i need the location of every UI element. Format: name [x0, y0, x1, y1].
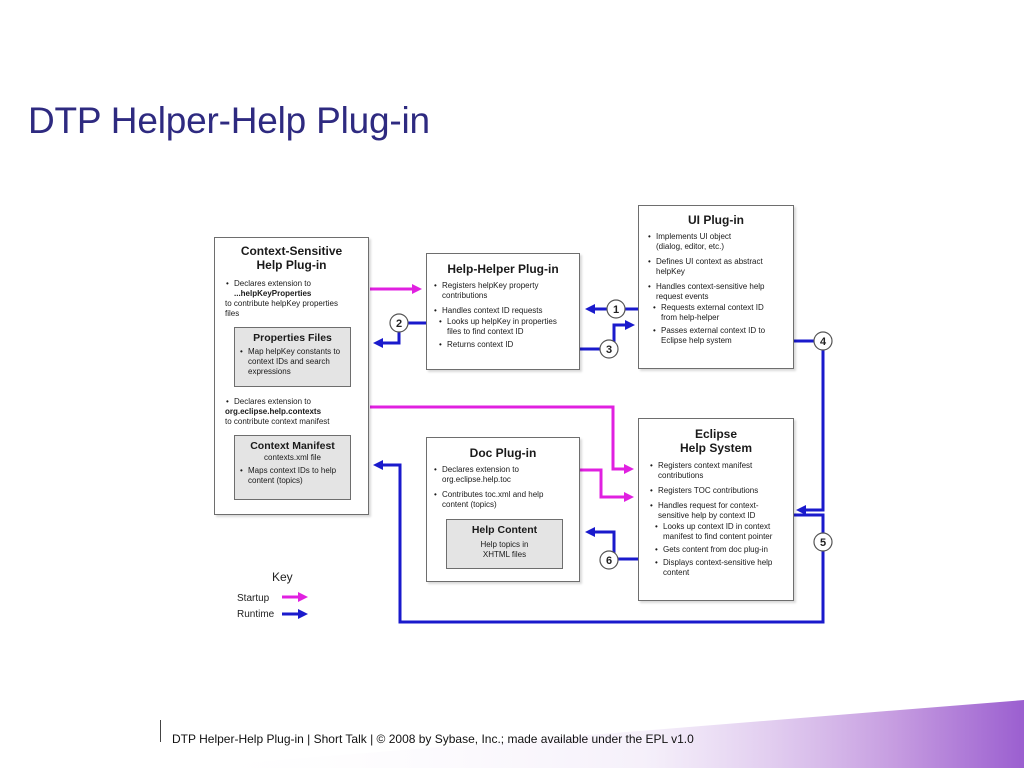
eclipse-help-system-box: Eclipse Help System Registers context ma…: [638, 418, 794, 601]
context-decl-manifest: • Declares extension to org.eclipse.help…: [225, 397, 330, 426]
doc-bullet-declares: Declares extension toorg.eclipse.help.to…: [433, 465, 575, 485]
eclipse-bullet-handles: Handles request for context-sensitive he…: [649, 501, 789, 521]
runtime-arrow-3: [580, 320, 635, 351]
ui-box-title: UI Plug-in: [688, 213, 744, 227]
step-marker-1: [606, 299, 626, 319]
step-label-1: 1: [613, 304, 619, 316]
eclipse-box-title: Eclipse Help System: [679, 427, 753, 455]
context-manifest-box: Context Manifest contexts.xml file Maps …: [234, 435, 351, 500]
footer-band: [180, 700, 1024, 768]
helper-box-title: Help-Helper Plug-in: [447, 262, 559, 276]
key-runtime-label: Runtime: [237, 609, 275, 620]
step-label-6: 6: [606, 555, 612, 567]
eclipse-bullet-registers-toc: Registers TOC contributions: [649, 486, 789, 496]
eclipse-sub-gets: Gets content from doc plug-in: [649, 545, 789, 555]
step-label-4: 4: [820, 336, 827, 348]
footer-divider: [160, 720, 161, 742]
doc-box-title: Doc Plug-in: [469, 446, 537, 460]
step-marker-3: [599, 339, 619, 359]
step-marker-6: [599, 550, 619, 570]
key-startup-label: Startup: [237, 593, 270, 604]
helper-sub-returns: Returns context ID: [433, 340, 575, 350]
context-sensitive-help-box: Context-Sensitive Help Plug-in • Declare…: [214, 237, 369, 515]
key-title: Key: [272, 570, 293, 584]
footer-text: DTP Helper-Help Plug-in | Short Talk | ©…: [172, 732, 694, 746]
ui-plugin-box: UI Plug-in Implements UI object(dialog, …: [638, 205, 794, 369]
runtime-arrow-6: [585, 527, 638, 561]
step-label-3: 3: [606, 344, 612, 356]
helper-bullet-handles: Handles context ID requests: [433, 306, 575, 316]
context-decl-properties: • Declares extension to ...helpKeyProper…: [225, 279, 338, 318]
doc-plugin-box: Doc Plug-in Declares extension toorg.ecl…: [426, 437, 580, 582]
ui-bullet-implements: Implements UI object(dialog, editor, etc…: [647, 232, 789, 252]
startup-arrow-manifest: [370, 405, 634, 474]
properties-files-box: Properties Files Map helpKey constants t…: [234, 327, 351, 387]
slide-title: DTP Helper-Help Plug-in: [28, 100, 430, 141]
help-content-box: Help Content Help topics in XHTML files: [446, 519, 563, 569]
step-marker-5: [813, 532, 833, 552]
step-label-2: 2: [396, 318, 402, 330]
runtime-arrow-2: [373, 321, 427, 348]
runtime-arrow-4: [793, 339, 825, 515]
step-marker-2: [389, 313, 409, 333]
step-marker-4: [813, 331, 833, 351]
context-box-title: Context-Sensitive Help Plug-in: [240, 244, 343, 272]
step-label-5: 5: [820, 537, 826, 549]
runtime-arrow-5: [373, 460, 825, 624]
startup-arrow-toc: [580, 468, 634, 502]
help-helper-box: Help-Helper Plug-in Registers helpKey pr…: [426, 253, 580, 370]
